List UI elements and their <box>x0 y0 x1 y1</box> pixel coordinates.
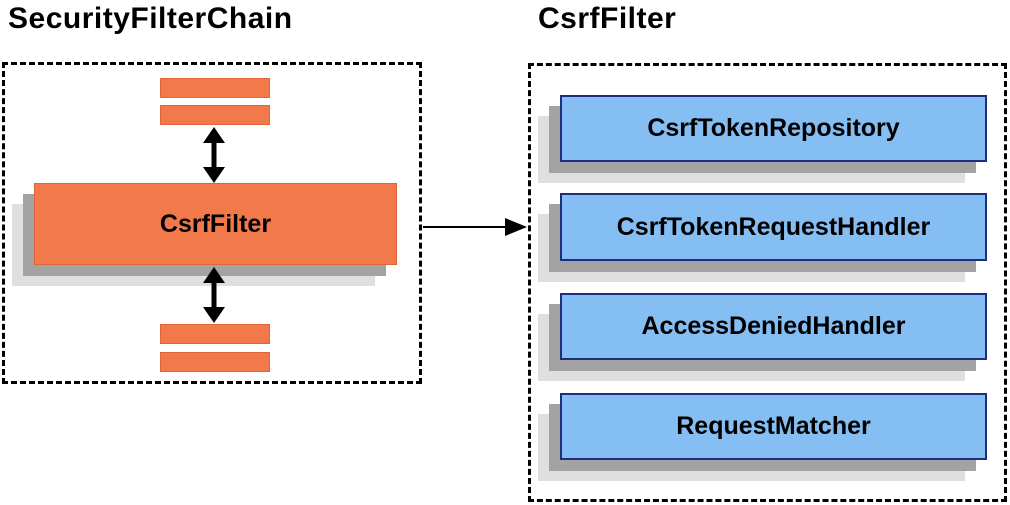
component-label: AccessDeniedHandler <box>641 312 906 340</box>
up-down-arrow-icon <box>203 267 225 323</box>
up-down-arrow-icon <box>203 127 225 183</box>
component-box-request-matcher: RequestMatcher <box>538 393 987 481</box>
component-label: RequestMatcher <box>676 412 871 440</box>
csrf-filter-box: CsrfFilter <box>12 183 397 286</box>
component-label: CsrfTokenRepository <box>647 114 900 142</box>
csrf-filter-box-label: CsrfFilter <box>159 209 272 238</box>
arrowhead-down-icon <box>203 307 225 323</box>
arrowhead-down-icon <box>203 167 225 183</box>
component-box-csrf-token-request-handler: CsrfTokenRequestHandler <box>538 193 987 282</box>
component-label: CsrfTokenRequestHandler <box>616 212 931 241</box>
filter-placeholder-bar <box>160 324 270 344</box>
filter-placeholder-bar <box>160 78 270 98</box>
filter-placeholder-bar <box>160 105 270 125</box>
component-box-face: AccessDeniedHandler <box>560 293 987 360</box>
component-box-access-denied-handler: AccessDeniedHandler <box>538 293 987 381</box>
right-arrow-icon <box>423 218 527 236</box>
csrf-filter-boundary <box>528 63 1007 502</box>
arrow-shaft <box>211 140 217 170</box>
arrowhead-up-icon <box>203 267 225 283</box>
component-box-face: CsrfTokenRequestHandler <box>560 193 987 261</box>
arrowhead-up-icon <box>203 127 225 143</box>
component-box-face: RequestMatcher <box>560 393 987 460</box>
security-filter-chain-title: SecurityFilterChain <box>8 2 293 35</box>
filter-placeholder-bar <box>160 352 270 372</box>
arrowhead-right-icon <box>505 218 527 236</box>
security-filter-chain-boundary <box>2 62 422 384</box>
component-box-face: CsrfTokenRepository <box>560 95 987 162</box>
arrow-line <box>423 226 511 228</box>
component-box-csrf-token-repository: CsrfTokenRepository <box>538 95 987 183</box>
csrf-filter-title: CsrfFilter <box>538 2 677 35</box>
arrow-shaft <box>211 280 217 310</box>
csrf-filter-box-face: CsrfFilter <box>34 183 397 265</box>
